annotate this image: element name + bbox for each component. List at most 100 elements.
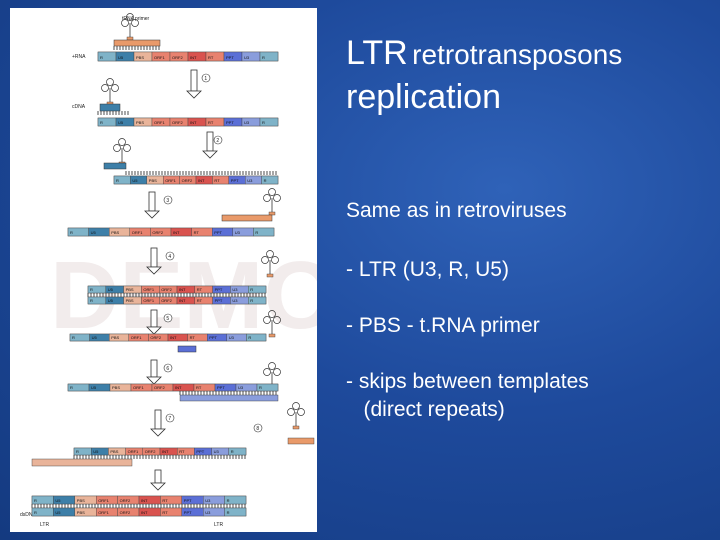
rna-strand-2-segment-label: R [262,120,265,125]
trna-cloverleaf-3 [123,144,131,152]
bullet-skips: - skips between templates [346,370,589,393]
ltr-label-right: LTR [214,522,223,528]
step-arrow-5 [146,326,162,335]
minus-strand-3-segment-label: ORF2 [154,385,165,390]
double-strand-top-1-segment-label: RT [197,287,203,292]
watermark-text: DEMO [50,242,317,349]
released-trna-fragment [287,437,315,445]
rna-strand-1-segment-label: R [262,55,265,60]
double-strand-bottom-1-segment-label: PBS [126,298,134,303]
double-strand-bottom-1-segment-label: ORF1 [143,298,154,303]
double-strand-bottom-1-segment-label: U5 [108,298,114,303]
step-arrow-2 [206,131,214,152]
trna-cloverleaf-7 [263,368,271,376]
double-strand-top-1-segment-label: ORF2 [161,287,172,292]
minus-strand-3-segment-label: PBS [112,385,120,390]
trna-cloverleaf-7 [268,362,276,370]
dsdna-bottom-segment-label: INT [141,510,148,515]
step-number-6 [163,363,173,373]
dsdna-top-segment [224,495,247,505]
minus-strand-3-segment [256,383,279,392]
minus-strand-2-segment-label: R [72,335,75,340]
rna-strand-2-segment-label: U5 [118,120,124,125]
step-arrow-4 [146,266,162,275]
minus-strand-2-segment-label: U3 [229,335,235,340]
step-arrow-6 [146,376,162,385]
trna-cloverleaf-6 [273,316,281,324]
minus-strand-3-segment-label: RT [196,385,202,390]
step-number-8 [253,423,263,433]
rna-label: +RNA [72,54,86,60]
near-complete-top-segment [228,447,247,456]
plus-strand-extension [31,458,133,467]
trna-cloverleaf-5 [266,273,274,278]
trna-cloverleaf-4 [268,211,276,216]
minus-strand-1-segment-label: PBS [111,230,119,235]
minus-strand-1-segment-label: U5 [91,230,97,235]
rna-strand-1-segment-label: U5 [118,55,124,60]
rna-strand-1-segment-label: INT [190,55,197,60]
rna-strand-3-segment-label: U3 [247,178,253,183]
step-arrow-3 [148,191,156,212]
double-strand-top-1-segment-label: R [250,287,253,292]
minus-strand-1-segment-label: R [255,230,258,235]
near-complete-top-segment-label: ORF1 [128,449,139,454]
bullet-ltr: - LTR (U3, R, U5) [346,258,509,281]
dsdna-bottom-segment-label: R [227,510,230,515]
dsdna-top-segment-label: PBS [77,498,85,503]
trna-primer-label: tRNA primer [122,16,150,22]
rna-strand-1-segment-label: PBS [136,55,144,60]
near-complete-top-segment-label: INT [162,449,169,454]
double-strand-top-1-segment-label: ORF1 [143,287,154,292]
minus-strand-1-segment [253,227,275,237]
ppt-primer [177,345,197,353]
rna-strand-2-segment [259,117,279,127]
trna-cloverleaf-6 [268,310,276,318]
dsdna-bottom-segment-label: ORF2 [120,510,131,515]
step-arrow-7 [150,428,166,437]
rna-strand-2-segment-label: R [100,120,103,125]
step-arrow-6 [150,359,158,378]
near-complete-top-segment-label: ORF2 [145,449,156,454]
double-strand-top-1-segment-label: U5 [108,287,114,292]
trna-cloverleaf-3 [118,138,126,146]
near-complete-top-segment-label: R [231,449,234,454]
minus-strand-2-segment [246,333,267,342]
trna-cloverleaf-8 [297,408,305,416]
step-number-4-label: 4 [168,254,171,260]
minus-strand-2-segment-label: U5 [92,335,98,340]
near-complete-top-segment-label: R [76,449,79,454]
step-number-2 [213,135,223,145]
rna-strand-1-segment [259,51,279,62]
step-arrow-3 [144,210,160,219]
trna-cloverleaf-8 [292,402,300,410]
title-replication: replication [346,77,501,116]
minus-strand-2-segment-label: ORF1 [131,335,142,340]
double-strand-bottom-1-segment-label: R [90,298,93,303]
minus-strand-3-segment-label: U5 [91,385,97,390]
minus-strand-1-segment-label: ORF1 [132,230,143,235]
trna-cloverleaf-5 [271,256,279,264]
rna-strand-3-segment-label: ORF2 [182,178,193,183]
double-strand-top-1-segment-label: R [90,287,93,292]
trna-cloverleaf-1 [131,19,139,27]
step-number-7 [165,413,175,423]
rna-strand-2-segment-label: RT [208,120,214,125]
minus-strand-1-segment-label: ORF2 [152,230,163,235]
double-strand-bottom-1-segment [247,296,267,305]
rna-strand-2-segment-label: PBS [136,120,144,125]
dsdna-top-segment-label: R [227,498,230,503]
rna-strand-2-segment-label: ORF2 [172,120,183,125]
double-strand-bottom-1-segment-label: PPT [215,298,223,303]
step-arrow-1 [186,90,202,99]
rna-strand-3-segment-label: RT [214,178,220,183]
dsdna-top-segment-label: U3 [205,498,211,503]
rna-strand-3-segment-label: INT [198,178,205,183]
trna-cloverleaf-4 [268,188,276,196]
trna-cloverleaf-1 [126,13,134,21]
rna-strand-3-segment-label: U5 [132,178,138,183]
trna-cloverleaf-5 [266,250,274,258]
step-number-1-label: 1 [204,76,207,82]
minus-strand-2-segment-label: PBS [111,335,119,340]
